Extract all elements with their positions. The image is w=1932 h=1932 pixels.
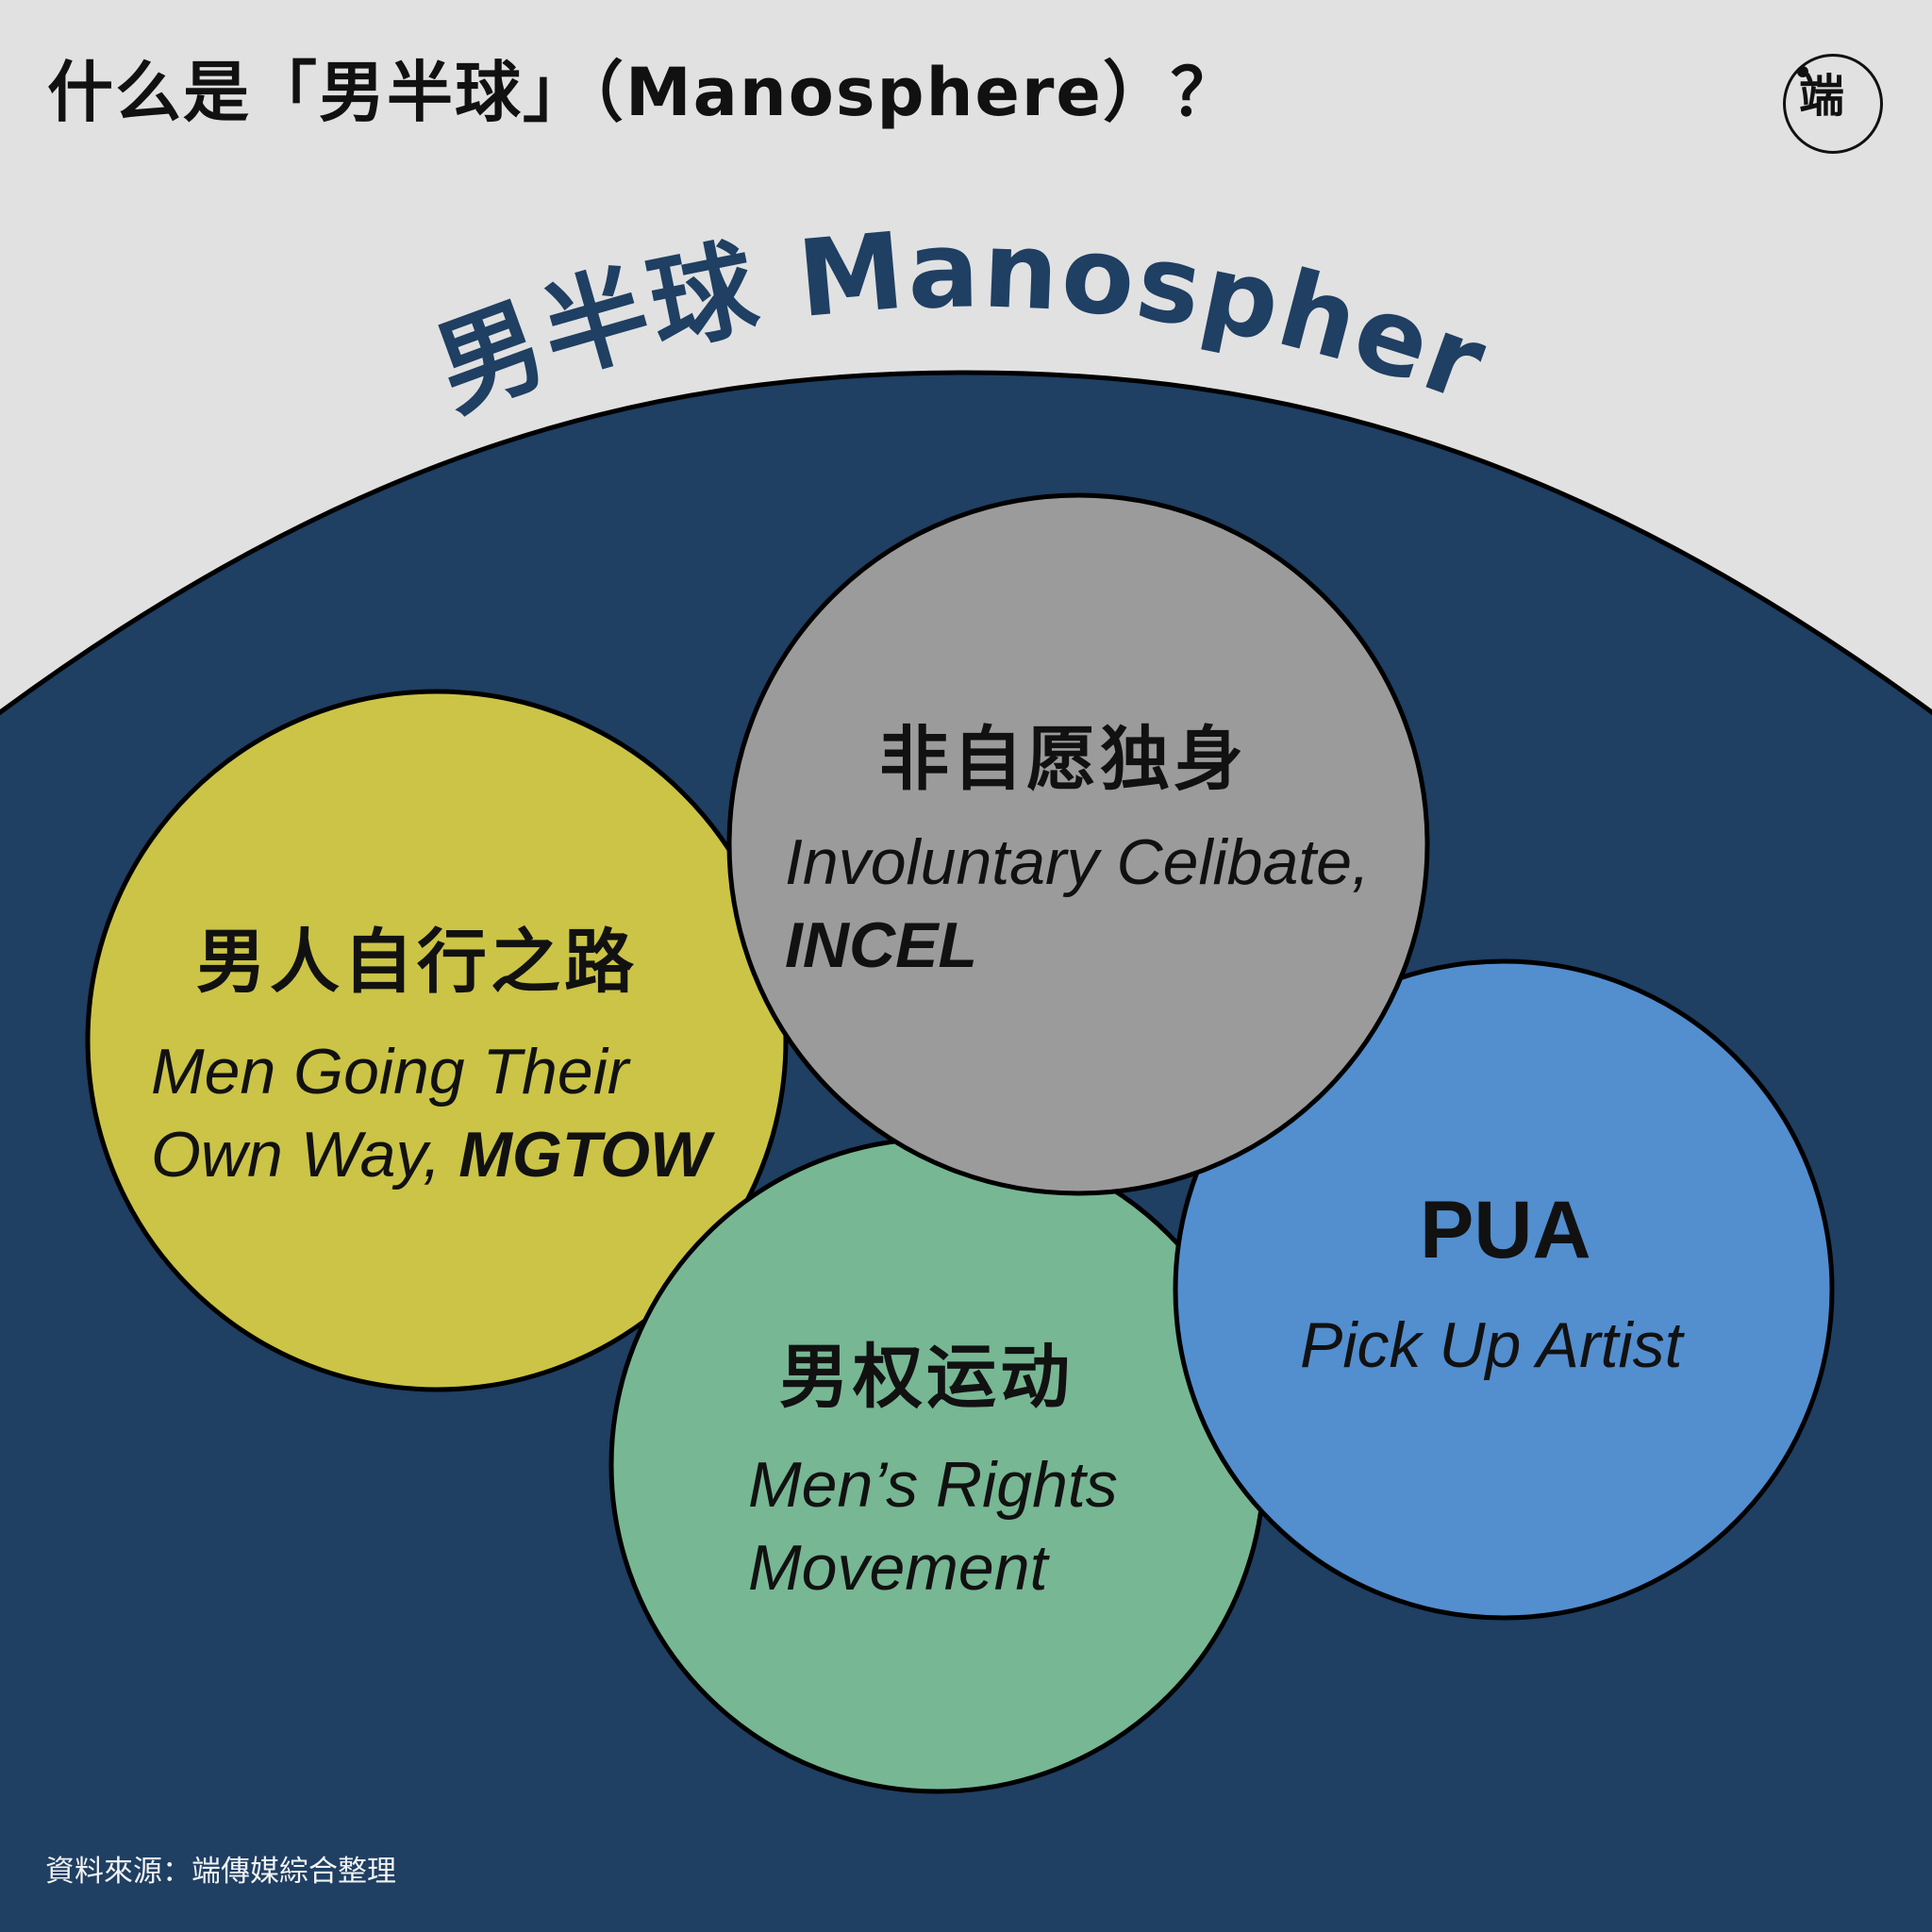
- mgtow-en-line2-text: Own Way,: [151, 1119, 459, 1191]
- mgtow-en-line2: Own Way, MGTOW: [151, 1113, 710, 1196]
- pua-circle: [1173, 958, 1835, 1621]
- mgtow-label: 男人自行之路: [196, 906, 638, 1007]
- incel-en-line1: Involuntary Celibate,: [785, 826, 1370, 898]
- mens-rights-zh-title: 男权运动: [779, 1337, 1074, 1418]
- page-title: 什么是「男半球」（Manosphere）？: [47, 54, 1239, 131]
- mens-rights-label: 男权运动: [779, 1321, 1074, 1422]
- mens-rights-en-line1: Men’s Rights: [748, 1449, 1118, 1521]
- pua-abbr: PUA: [1420, 1185, 1591, 1275]
- incel-label: 非自愿独身: [879, 703, 1247, 804]
- source-note: 資料來源：端傳媒綜合整理: [45, 1855, 396, 1889]
- pua-en-name: Pick Up Artist: [1300, 1304, 1683, 1387]
- logo-text: 端: [1799, 70, 1845, 123]
- mgtow-abbr: MGTOW: [458, 1119, 711, 1191]
- manosphere-label: 男半球 Manosphere: [0, 0, 1502, 434]
- incel-zh-title: 非自愿独身: [879, 719, 1247, 800]
- mgtow-circle: [85, 689, 789, 1392]
- incel-circle: [726, 492, 1430, 1196]
- pua-label: PUA: [1420, 1184, 1591, 1277]
- incel-abbr: INCEL: [785, 909, 977, 981]
- mgtow-zh-title: 男人自行之路: [196, 922, 638, 1003]
- logo-dot: [1797, 66, 1808, 77]
- incel-en-name: Involuntary Celibate, INCEL: [785, 821, 1370, 987]
- logo: 端: [1783, 54, 1883, 154]
- mens-rights-en-line2: Movement: [748, 1532, 1048, 1604]
- mgtow-en-line1: Men Going Their: [151, 1036, 629, 1108]
- mens-rights-en-name: Men’s Rights Movement: [748, 1443, 1118, 1609]
- mgtow-en-name: Men Going Their Own Way, MGTOW: [151, 1030, 710, 1196]
- pua-en-line1: Pick Up Artist: [1300, 1309, 1683, 1381]
